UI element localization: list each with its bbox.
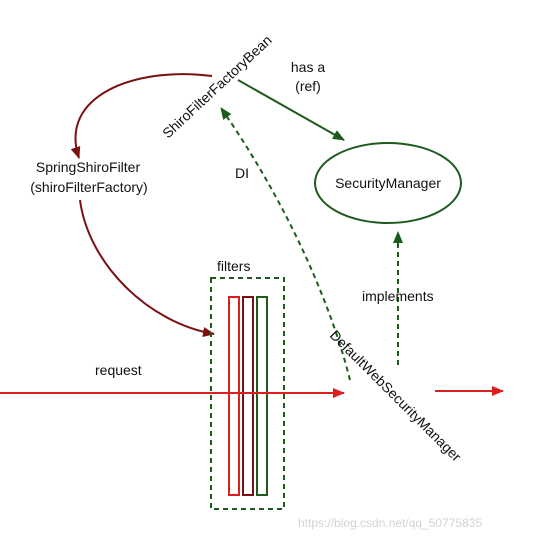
default-web-security-manager-label: DefaultWebSecurityManager [327,327,465,465]
shiro-filter-factory-bean-label: ShiroFilterFactoryBean [159,32,275,141]
filter-bar-red [228,296,240,496]
security-manager-node [314,142,462,224]
filters-label: filters [217,258,250,274]
security-manager-label: SecurityManager [335,175,441,191]
arrow-factory-to-springshirofilter [70,73,213,159]
arrow-has-a [237,79,345,141]
spring-shiro-filter-label: SpringShiroFilter [36,159,141,175]
di-label: DI [235,165,249,181]
filters-box [210,277,285,510]
arrow-springshirofilter-to-filters [79,199,215,338]
filter-bar-green [256,296,268,496]
request-label: request [95,362,142,378]
has-a-ref-label: (ref) [295,78,321,94]
watermark-text: https://blog.csdn.net/qq_50775835 [298,516,482,530]
has-a-label: has a [291,59,325,75]
filter-bar-darkred [242,296,254,496]
spring-shiro-filter-sub-label: (shiroFilterFactory) [30,179,147,195]
implements-label: implements [362,288,434,304]
